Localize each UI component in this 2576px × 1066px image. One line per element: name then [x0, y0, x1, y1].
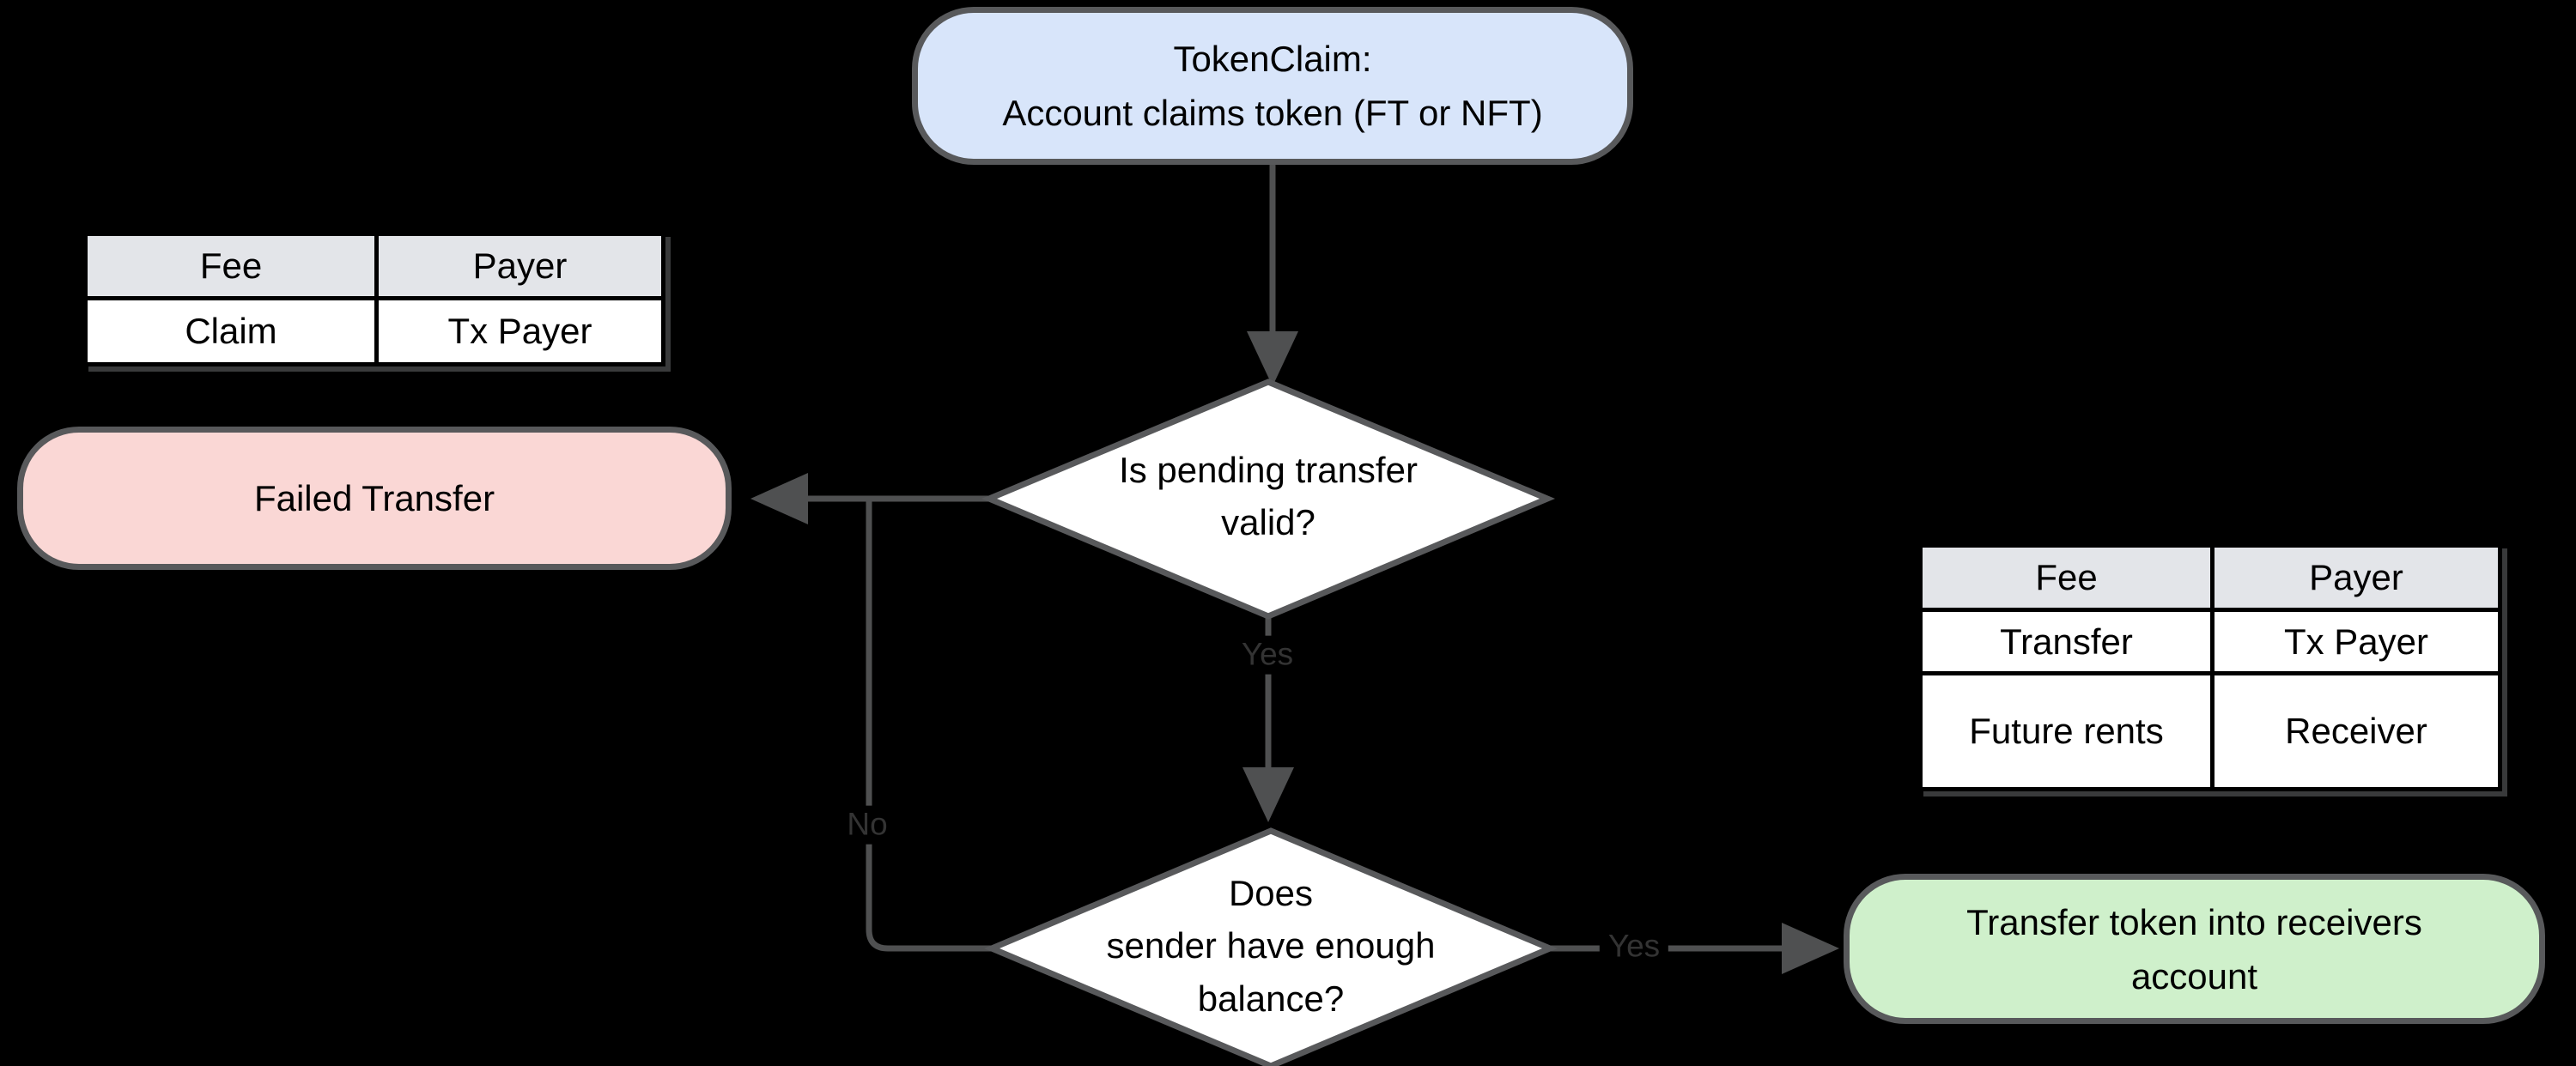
arrowhead-into-success [1782, 923, 1839, 974]
transfer-fees-row2-payer: Receiver [2210, 671, 2498, 787]
node-failed-transfer: Failed Transfer [17, 427, 732, 570]
edge-label-balance-yes: Yes [1599, 927, 1669, 966]
transfer-fees-row1-payer: Tx Payer [2210, 608, 2498, 671]
transfer-fees-table: Fee Payer Transfer Tx Payer Future rents… [1918, 543, 2502, 791]
decision2-label: Does sender have enough balance? [996, 867, 1546, 1025]
node-start-token-claim: TokenClaim: Account claims token (FT or … [912, 7, 1633, 165]
decision1-label-line2: valid? [1221, 502, 1315, 543]
edge-label-valid-yes: Yes [1232, 635, 1303, 675]
edge-decision2-no-elbow [866, 501, 992, 952]
start-label-line2: Account claims token (FT or NFT) [1002, 93, 1543, 133]
transfer-fees-header-fee: Fee [1923, 548, 2210, 608]
decision2-label-line1: Does [1228, 873, 1314, 913]
arrowhead-into-decision1 [1247, 331, 1298, 386]
transfer-fees-row2-fee: Future rents [1923, 671, 2210, 787]
transfer-fees-header-payer: Payer [2210, 548, 2498, 608]
transfer-fees-row1-fee: Transfer [1923, 608, 2210, 671]
arrowhead-into-decision2 [1242, 767, 1294, 822]
decision1-label: Is pending transfer valid? [1011, 444, 1526, 549]
success-label: Transfer token into receivers account [1966, 901, 2422, 996]
decision2-shape [983, 827, 1558, 1066]
decision1-shape [981, 379, 1556, 620]
decision2-label-line2: sender have enough [1106, 925, 1436, 966]
failed-label: Failed Transfer [253, 478, 495, 518]
arrowhead-into-failed [750, 473, 808, 524]
start-label-line1: TokenClaim: [1173, 39, 1372, 79]
decision2-label-line3: balance? [1197, 978, 1345, 1019]
decision1-label-line1: Is pending transfer [1119, 450, 1418, 490]
node-transfer-success: Transfer token into receivers account [1844, 874, 2545, 1024]
claim-fees-cell-payer: Tx Payer [374, 296, 661, 362]
claim-fees-table: Fee Payer Claim Tx Payer [83, 232, 665, 366]
claim-fees-cell-fee: Claim [88, 296, 374, 362]
edge-label-no: No [838, 805, 896, 845]
claim-fees-header-payer: Payer [374, 236, 661, 296]
claim-fees-header-fee: Fee [88, 236, 374, 296]
